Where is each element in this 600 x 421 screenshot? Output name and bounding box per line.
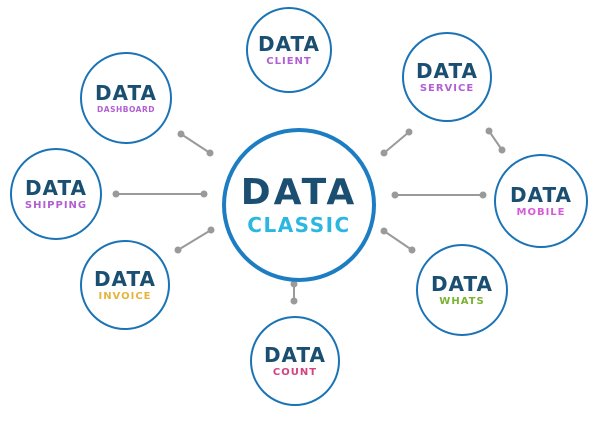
node-mobile-label: MOBILE [516,206,566,218]
connector-line-dashboard [180,133,211,154]
connector-dot-count-outer [290,297,298,305]
connector-dot-dashboard-outer [206,149,214,157]
node-classic: DATA CLASSIC [222,128,376,282]
connector-dot-shipping-inner [112,190,120,198]
node-whats-brand: DATA [430,271,494,296]
node-invoice-brand: DATA [93,266,157,291]
connector-line-service [383,131,410,154]
node-shipping-label: SHIPPING [24,199,88,211]
node-dashboard-label: DASHBOARD [97,104,155,114]
node-classic-label: CLASSIC [247,213,351,237]
connector-dot-service-outer [405,128,413,136]
connector-dot-whats-inner [380,227,388,235]
connector-dot-client-outer [498,146,506,154]
connector-dot-shipping-outer [200,190,208,198]
connector-line-client [488,130,503,151]
connector-dot-whats-outer [408,246,416,254]
connector-dot-dashboard-inner [177,130,185,138]
node-count-brand: DATA [263,342,327,367]
node-count-label: COUNT [272,366,318,378]
node-shipping-brand: DATA [24,175,88,200]
connector-dot-mobile-outer [479,191,487,199]
node-service-label: SERVICE [419,82,475,94]
node-whats: DATA WHATS [416,244,508,336]
node-count: DATA COUNT [250,316,340,406]
connector-dot-service-inner [380,149,388,157]
node-classic-brand: DATA [240,172,358,213]
node-mobile: DATA MOBILE [494,154,588,248]
node-dashboard: DATA DASHBOARD [80,52,172,144]
node-shipping: DATA SHIPPING [10,148,102,240]
connector-line-invoice [177,229,212,251]
node-mobile-brand: DATA [509,182,573,207]
node-service-brand: DATA [415,58,479,83]
connector-dot-client-inner [485,127,493,135]
connector-line-whats [383,230,413,251]
connector-dot-invoice-inner [174,246,182,254]
node-client-brand: DATA [257,31,321,56]
node-invoice-label: INVOICE [98,290,152,302]
connector-dot-mobile-inner [391,191,399,199]
node-client-label: CLIENT [266,55,312,67]
node-client: DATA CLIENT [246,7,332,93]
connector-dot-count-inner [290,280,298,288]
connector-dot-invoice-outer [207,226,215,234]
node-dashboard-brand: DATA [94,80,158,105]
node-invoice: DATA INVOICE [80,240,170,330]
node-service: DATA SERVICE [402,32,492,122]
node-whats-label: WHATS [439,295,485,307]
